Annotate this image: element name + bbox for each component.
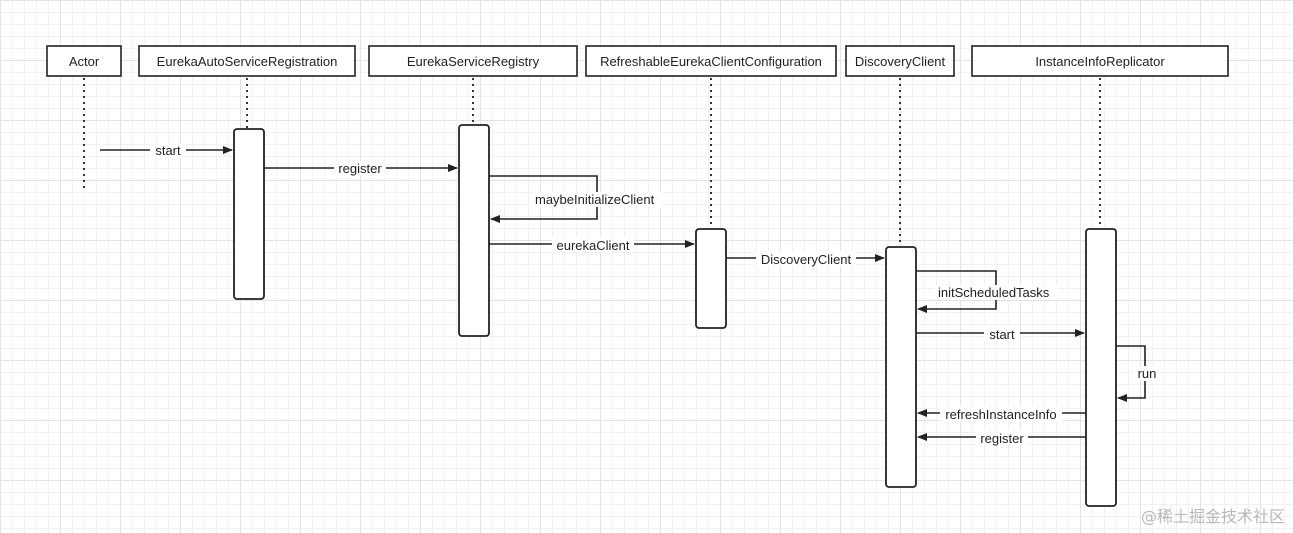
message-label: eurekaClient bbox=[557, 238, 630, 253]
message-maybe-initialize-client: maybeInitializeClient bbox=[489, 175, 662, 223]
participant-instance-info-replicator: InstanceInfoReplicator bbox=[971, 45, 1229, 77]
message-start: start bbox=[100, 143, 233, 158]
participant-label: InstanceInfoReplicator bbox=[1035, 54, 1165, 69]
activation-bar-instance-info-replicator bbox=[1085, 228, 1117, 507]
participant-eureka-auto-service-registration: EurekaAutoServiceRegistration bbox=[138, 45, 356, 77]
message-label: start bbox=[989, 327, 1015, 342]
message-discovery-client: DiscoveryClient bbox=[726, 251, 885, 267]
message-label: refreshInstanceInfo bbox=[945, 407, 1056, 422]
message-label: maybeInitializeClient bbox=[535, 192, 655, 207]
participant-actor: Actor bbox=[46, 45, 122, 77]
activation-bar-eureka-auto-service-registration bbox=[233, 128, 265, 300]
message-label: run bbox=[1138, 366, 1157, 381]
watermark: @稀土掘金技术社区 bbox=[1140, 507, 1285, 526]
message-init-scheduled-tasks: initScheduledTasks bbox=[916, 270, 1058, 313]
participant-discovery-client: DiscoveryClient bbox=[845, 45, 955, 77]
message-run: run bbox=[1116, 345, 1160, 402]
message-label: initScheduledTasks bbox=[938, 285, 1050, 300]
message-label: DiscoveryClient bbox=[761, 252, 852, 267]
participant-label: DiscoveryClient bbox=[855, 54, 946, 69]
message-label: register bbox=[338, 161, 382, 176]
participant-label: EurekaServiceRegistry bbox=[407, 54, 540, 69]
message-label: register bbox=[980, 431, 1024, 446]
message-register: register bbox=[264, 161, 458, 176]
message-start-replicator: start bbox=[916, 326, 1085, 342]
activation-bar-refreshable-eureka-client-configuration bbox=[695, 228, 727, 329]
participant-label: Actor bbox=[69, 54, 100, 69]
activation-bar-discovery-client bbox=[885, 246, 917, 488]
participant-eureka-service-registry: EurekaServiceRegistry bbox=[368, 45, 578, 77]
message-eureka-client: eurekaClient bbox=[489, 237, 695, 253]
activation-bar-eureka-service-registry bbox=[458, 124, 490, 337]
message-register-discovery: register bbox=[917, 430, 1086, 446]
participant-label: RefreshableEurekaClientConfiguration bbox=[600, 54, 822, 69]
message-refresh-instance-info: refreshInstanceInfo bbox=[917, 406, 1086, 422]
message-label: start bbox=[155, 143, 181, 158]
participant-refreshable-eureka-client-configuration: RefreshableEurekaClientConfiguration bbox=[585, 45, 837, 77]
participant-label: EurekaAutoServiceRegistration bbox=[157, 54, 338, 69]
